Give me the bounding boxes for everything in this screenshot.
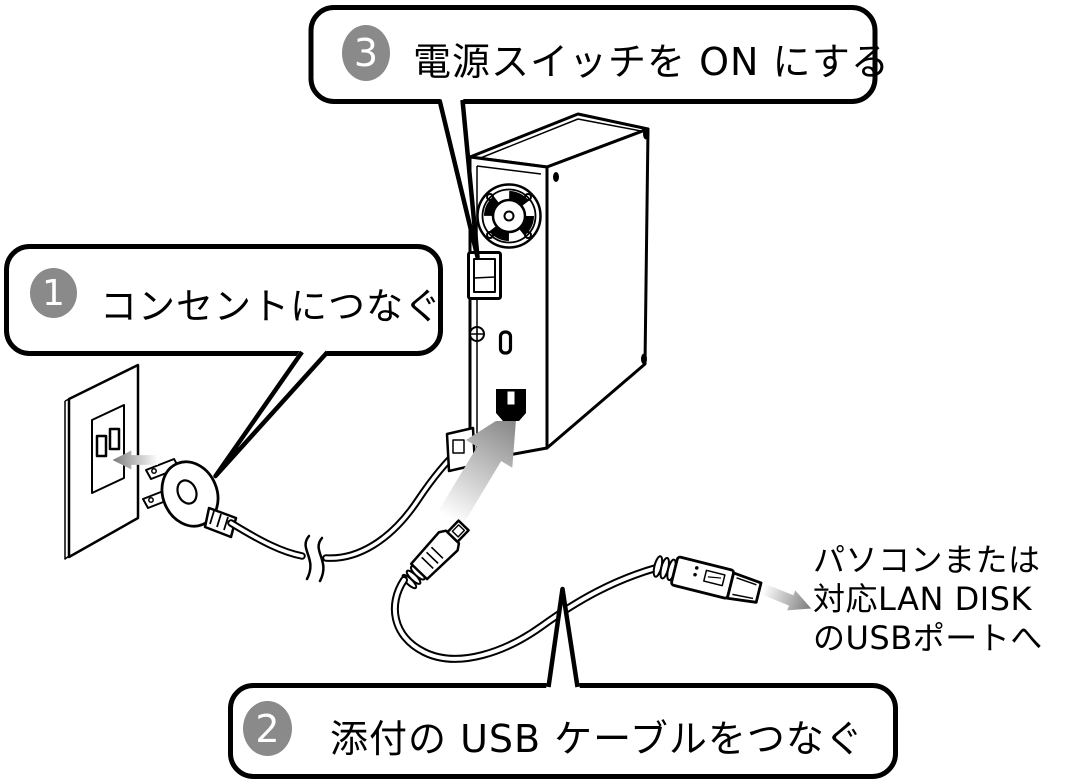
external-hdd-rear-view: [467, 112, 650, 464]
cable-break-icon: [304, 534, 312, 581]
usb-cable-icon: [390, 564, 660, 663]
usb-connector-b-icon: [401, 519, 470, 590]
callout-step1: [4, 244, 443, 479]
plug-in-arrow-icon: [112, 450, 158, 470]
power-switch-icon: [467, 251, 502, 300]
screw-icon: [469, 326, 485, 342]
insert-arrow-icon: [437, 407, 517, 527]
security-slot-icon: [498, 330, 513, 355]
to-pc-arrow-icon: [760, 583, 812, 611]
callout-step3: [308, 5, 878, 260]
wall-outlet-icon: [64, 363, 140, 560]
power-plug-icon: [142, 458, 238, 539]
usb-connector-a-icon: [652, 555, 763, 604]
usb-port-icon: [496, 389, 526, 421]
callout-step2: [228, 586, 898, 779]
cooling-fan-icon: [476, 183, 542, 249]
